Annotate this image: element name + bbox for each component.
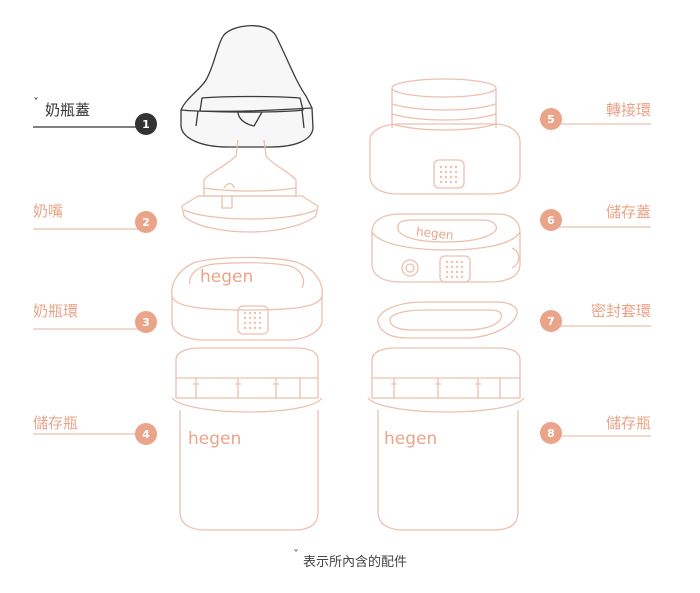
- badge-3-number: 3: [142, 316, 150, 329]
- part-label-1: ˇ 奶瓶蓋: [33, 99, 90, 120]
- part-label-1-text: 奶瓶蓋: [45, 101, 90, 119]
- part-label-5: 轉接環: [606, 99, 651, 120]
- brand-logo-lid: hegen: [415, 225, 454, 243]
- footnote-text: 表示所內含的配件: [303, 555, 407, 570]
- nipple-illustration: [182, 140, 318, 232]
- part-label-8: 儲存瓶: [606, 412, 651, 433]
- included-mark: ˇ: [33, 96, 39, 110]
- brand-logo-bottle-right: hegen: [384, 429, 437, 449]
- brand-logo-ring: hegen: [200, 267, 253, 287]
- part-label-7: 密封套環: [591, 300, 651, 321]
- part-label-4: 儲存瓶: [33, 412, 78, 433]
- badge-7-number: 7: [547, 315, 555, 328]
- sealing-ring-illustration: [378, 302, 517, 338]
- storage-lid-illustration: [372, 214, 520, 282]
- legend-footnote: ˇ 表示所內含的配件: [0, 551, 700, 570]
- part-label-6: 儲存蓋: [606, 201, 651, 222]
- badge-4-number: 4: [142, 428, 150, 441]
- bottle-cap-illustration: [181, 26, 313, 147]
- badge-6-number: 6: [547, 214, 555, 227]
- adapter-ring-illustration: [370, 79, 520, 194]
- leader-lines: [33, 124, 651, 436]
- badge-1-number: 1: [142, 118, 150, 131]
- part-label-3: 奶瓶環: [33, 300, 78, 321]
- grip-dots: [446, 261, 463, 278]
- footnote-mark: ˇ: [293, 548, 299, 562]
- part-label-2: 奶嘴: [33, 200, 63, 221]
- grip-dots: [440, 166, 457, 183]
- brand-logo-bottle-left: hegen: [188, 429, 241, 449]
- badge-8-number: 8: [547, 427, 555, 440]
- grip-dots: [244, 312, 261, 329]
- badge-5-number: 5: [547, 113, 555, 126]
- badge-2-number: 2: [142, 216, 150, 229]
